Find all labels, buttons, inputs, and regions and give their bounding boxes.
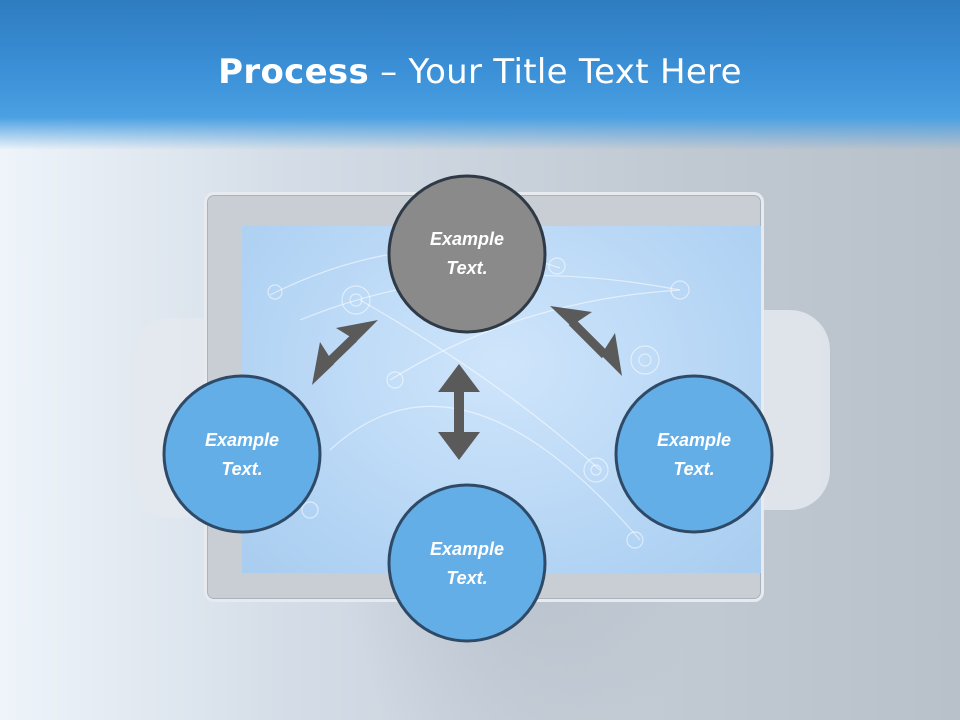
node-circle-top: [387, 174, 547, 334]
node-top-line2: Text.: [446, 258, 488, 278]
node-left-line2: Text.: [221, 459, 263, 479]
node-text-right: Example Text.: [619, 426, 769, 484]
arrow-vertical: [438, 364, 480, 460]
node-text-left: Example Text.: [167, 426, 317, 484]
node-right-line1: Example: [656, 430, 732, 450]
node-text-bottom: Example Text.: [392, 535, 542, 593]
node-text-top: Example Text.: [392, 225, 542, 283]
node-left-line1: Example: [204, 430, 280, 450]
node-top-line1: Example: [429, 229, 505, 249]
slide-title: Process – Your Title Text Here: [0, 52, 960, 92]
arrow-right-diagonal: [550, 306, 622, 376]
node-bottom-line1: Example: [429, 539, 505, 559]
node-circle-right: [614, 374, 774, 534]
title-rest: – Your Title Text Here: [369, 52, 742, 92]
node-circle-bottom: [387, 483, 547, 643]
header-band: [0, 0, 960, 150]
arrow-left-diagonal: [312, 320, 378, 385]
node-right-line2: Text.: [673, 459, 715, 479]
node-circle-left: [162, 374, 322, 534]
node-bottom-line2: Text.: [446, 568, 488, 588]
title-bold: Process: [218, 52, 370, 92]
